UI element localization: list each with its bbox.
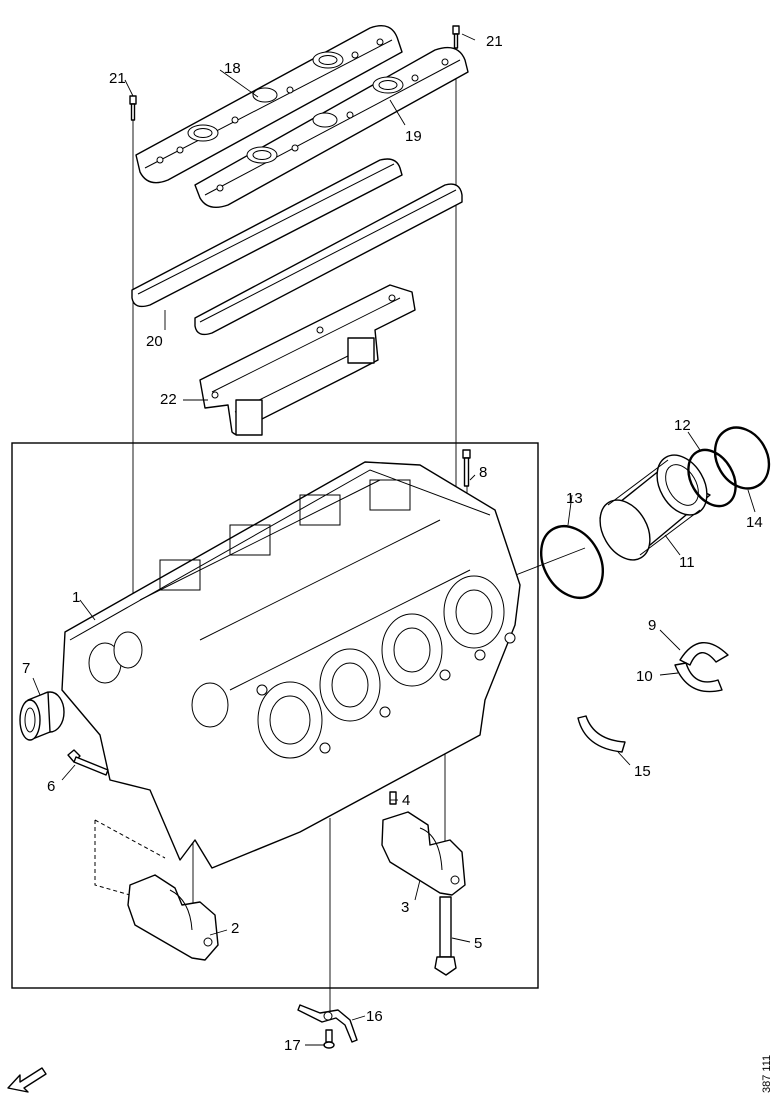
gasket-20 <box>131 158 463 336</box>
seal-ring-12 <box>687 448 737 508</box>
callout-12: 12 <box>674 417 691 434</box>
callout-3: 3 <box>401 899 409 916</box>
callout-10: 10 <box>636 668 653 685</box>
callout-8: 8 <box>479 464 487 481</box>
dowel-pin-4 <box>389 791 397 805</box>
callout-21-left: 21 <box>109 70 126 87</box>
bolt-21-left <box>129 95 137 121</box>
callout-9: 9 <box>648 617 656 634</box>
bearing-cap-2 <box>127 874 219 961</box>
bolt-21-right <box>452 25 460 49</box>
cover-18 <box>135 25 403 184</box>
seal-ring-13 <box>539 525 605 599</box>
bolt-6 <box>67 749 109 776</box>
oil-nozzle-16 <box>297 1004 358 1043</box>
callout-19: 19 <box>405 128 422 145</box>
drawing-reference-number: 387 111 <box>761 1055 773 1093</box>
bolt-17 <box>323 1029 335 1049</box>
bolt-5 <box>434 896 457 976</box>
callout-20: 20 <box>146 333 163 350</box>
seal-ring-14 <box>713 426 771 490</box>
callout-17: 17 <box>284 1037 301 1054</box>
engine-block-1 <box>61 461 521 869</box>
thrust-washer-15 <box>577 715 626 753</box>
cylinder-liner-11 <box>599 454 711 561</box>
bearing-cap-3 <box>381 811 466 896</box>
callout-18: 18 <box>224 60 241 77</box>
callout-15: 15 <box>634 763 651 780</box>
callout-22: 22 <box>160 391 177 408</box>
callout-16: 16 <box>366 1008 383 1025</box>
callout-1: 1 <box>72 589 80 606</box>
callout-13: 13 <box>566 490 583 507</box>
cover-19 <box>194 46 469 208</box>
stud-8 <box>462 449 471 487</box>
arrow-down-left-icon <box>7 1067 47 1093</box>
callout-4: 4 <box>402 792 410 809</box>
breather-housing-22 <box>199 284 416 436</box>
callout-11: 11 <box>679 554 695 571</box>
callout-7: 7 <box>22 660 30 677</box>
callout-2: 2 <box>231 920 239 937</box>
callout-14: 14 <box>746 514 763 531</box>
bushing-7 <box>19 691 65 741</box>
callout-21-right: 21 <box>486 33 503 50</box>
callout-6: 6 <box>47 778 55 795</box>
engine-block-group-frame <box>11 442 539 989</box>
bearing-shell-9-10 <box>674 641 729 693</box>
callout-5: 5 <box>474 935 482 952</box>
